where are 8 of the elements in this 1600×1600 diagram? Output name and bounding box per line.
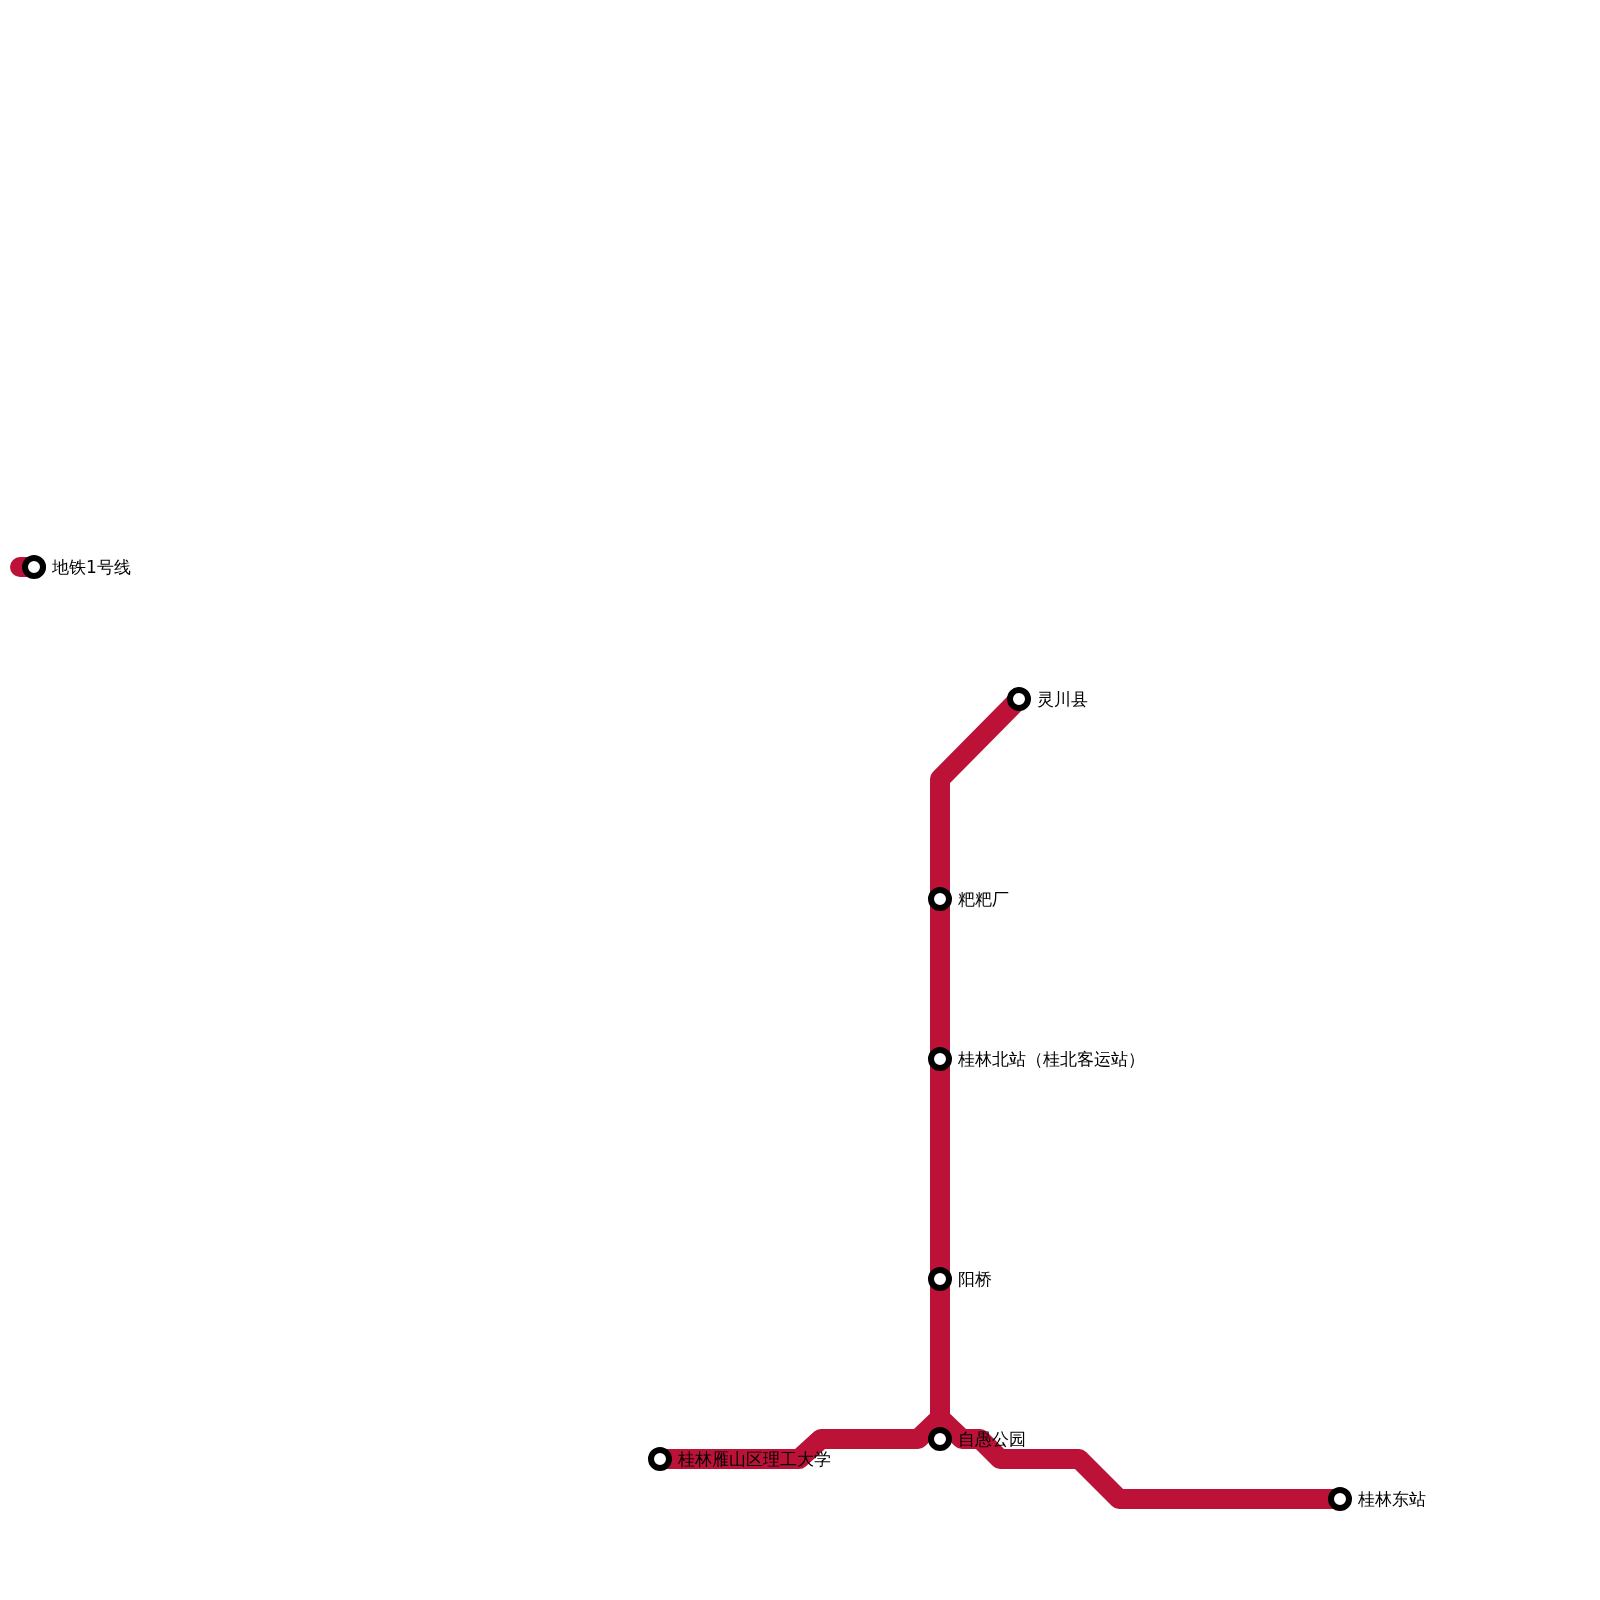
station-name: 阳桥 — [958, 1268, 992, 1291]
station-name: 自愚公园 — [958, 1428, 1026, 1451]
station-name: 灵川县 — [1037, 688, 1088, 711]
legend-text: 地铁1号线 — [52, 556, 131, 579]
station-name: 桂林东站 — [1358, 1488, 1426, 1511]
station-name: 桂林雁山区理工大学 — [678, 1448, 831, 1471]
station-name: 粑粑厂 — [958, 888, 1009, 911]
station-name: 桂林北站（桂北客运站） — [958, 1048, 1145, 1071]
